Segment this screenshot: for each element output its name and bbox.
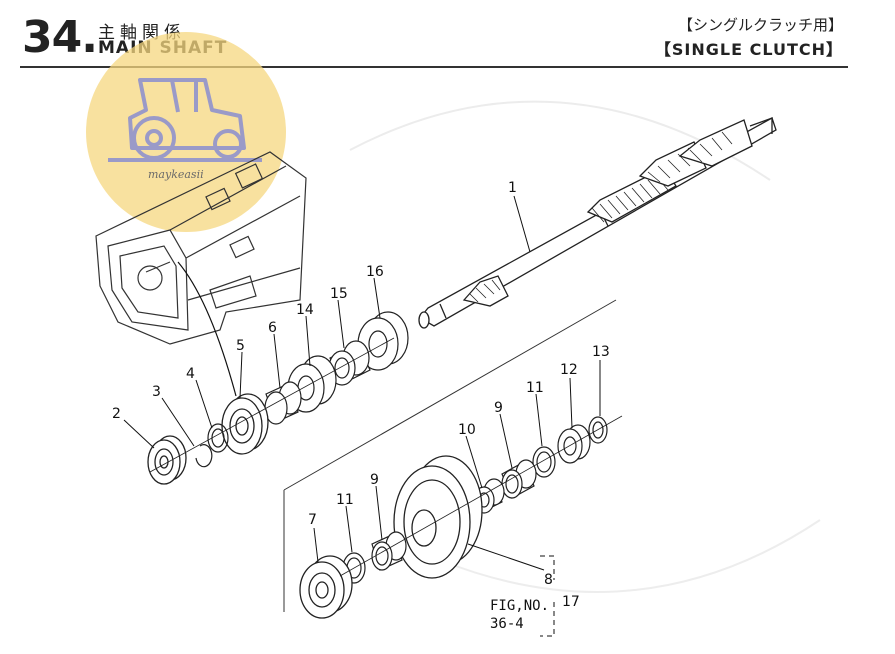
bearing-5 [221,393,269,455]
lower-axis-line [339,415,623,577]
watermark-brand-text: maykeasii [148,168,204,181]
collar-12 [557,424,591,464]
callout-9-lower: 9 [370,472,379,488]
tractor-icon [108,78,262,162]
callout-17: 17 [562,594,580,610]
leader-lines [123,195,601,571]
collar-15 [328,340,371,386]
figure-reference-line1: FIG,NO. [490,598,549,614]
header-rule [20,66,848,68]
callout-6: 6 [268,320,277,336]
callout-7: 7 [308,512,317,528]
callout-14: 14 [296,302,314,318]
figure-reference: FIG,NO. 36-4 [490,598,549,632]
figure-bracket [540,555,555,637]
needle-bearing-9-upper [501,459,537,499]
callout-9-upper: 9 [494,400,503,416]
front-axis-line [149,337,395,473]
callout-4: 4 [186,366,195,382]
callout-11-lower: 11 [336,492,354,508]
gear-8 [393,455,483,579]
callout-10: 10 [458,422,476,438]
section-number: 34. [22,12,98,63]
callout-1: 1 [508,180,517,196]
callout-2: 2 [112,406,121,422]
callout-3: 3 [152,384,161,400]
ring-13 [588,416,608,444]
housing-leader-line [177,261,237,397]
callout-8: 8 [544,572,553,588]
watermark-logo [86,32,286,232]
callout-12: 12 [560,362,578,378]
bearing-7 [299,555,353,619]
callout-11-upper: 11 [526,380,544,396]
callout-16: 16 [366,264,384,280]
collar-6 [264,381,302,425]
callout-13: 13 [592,344,610,360]
transmission-housing [95,151,307,345]
callout-5: 5 [236,338,245,354]
ring-3 [195,444,213,468]
callout-15: 15 [330,286,348,302]
lower-group-frame [283,299,617,612]
gear-16 [357,311,409,371]
figure-reference-line2: 36-4 [490,616,524,632]
needle-bearing-9-lower [371,531,407,571]
variant-label-en: 【SINGLE CLUTCH】 [654,40,843,59]
washer-11-upper [532,446,556,478]
variant-label-jp: 【シングルクラッチ用】 [677,16,843,34]
callout-labels: 1 2 3 4 5 6 14 15 16 7 11 9 10 9 11 12 1… [112,180,610,610]
main-shaft [418,117,777,329]
bearing-2 [147,435,187,485]
